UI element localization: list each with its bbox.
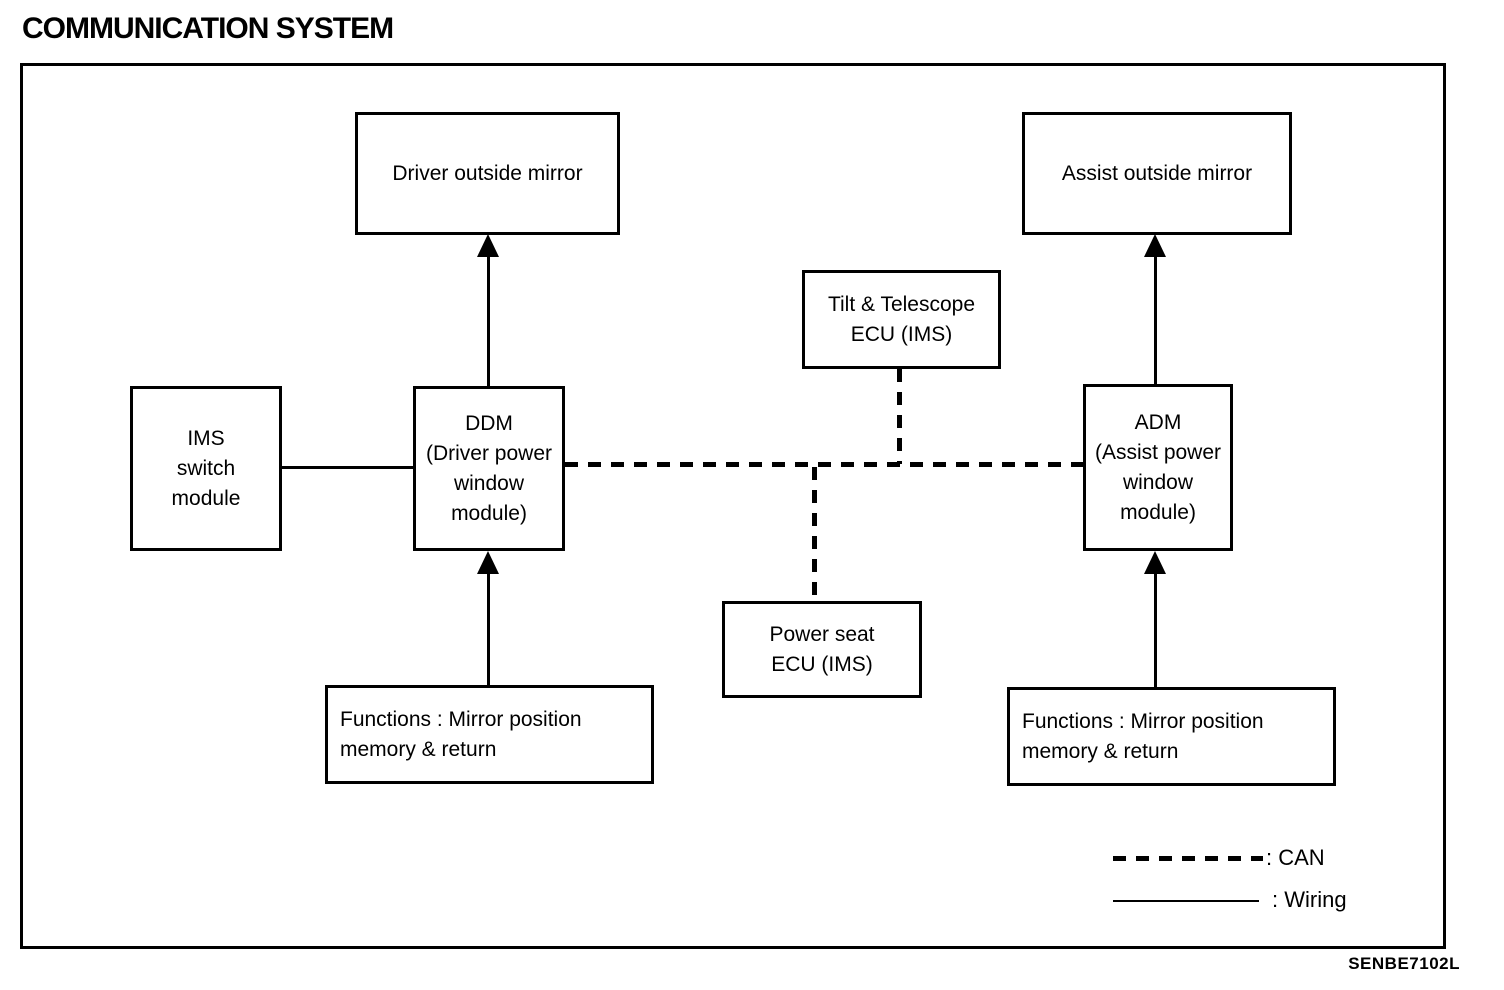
page-title: COMMUNICATION SYSTEM xyxy=(22,12,394,45)
functions-to-ddm-line xyxy=(487,570,490,685)
adm-to-assist-mirror-line xyxy=(1154,252,1157,384)
legend-can-label: : CAN xyxy=(1266,845,1325,870)
legend-wiring-label: : Wiring xyxy=(1272,887,1347,912)
diagram-frame xyxy=(20,63,1446,949)
legend-wiring-solid-line xyxy=(1113,900,1259,902)
functions-to-adm-arrowhead xyxy=(1144,551,1166,574)
node-ims-switch-module: IMS switch module xyxy=(130,386,282,551)
adm-to-assist-mirror-arrowhead xyxy=(1144,234,1166,257)
node-adm-assist-power-window-module: ADM (Assist power window module) xyxy=(1083,384,1233,551)
ddm-to-driver-mirror-line xyxy=(487,252,490,386)
ddm-to-driver-mirror-arrowhead xyxy=(477,234,499,257)
can-bus-line xyxy=(565,462,1083,467)
functions-to-ddm-arrowhead xyxy=(477,551,499,574)
node-driver-outside-mirror: Driver outside mirror xyxy=(355,112,620,235)
node-assist-outside-mirror: Assist outside mirror xyxy=(1022,112,1292,235)
node-ddm-driver-power-window-module: DDM (Driver power window module) xyxy=(413,386,565,551)
ims-switch-to-ddm-wiring-line xyxy=(282,466,413,469)
functions-to-adm-line xyxy=(1154,570,1157,687)
node-power-seat-ecu: Power seat ECU (IMS) xyxy=(722,601,922,698)
can-branch-tilt-telescope-line xyxy=(897,369,902,464)
legend-can-dashed-line xyxy=(1113,856,1263,861)
figure-code: SENBE7102L xyxy=(1348,954,1460,973)
node-tilt-telescope-ecu: Tilt & Telescope ECU (IMS) xyxy=(802,270,1001,369)
can-branch-power-seat-line xyxy=(812,467,817,601)
node-functions-driver-mirror: Functions : Mirror position memory & ret… xyxy=(325,685,654,784)
node-functions-assist-mirror: Functions : Mirror position memory & ret… xyxy=(1007,687,1336,786)
